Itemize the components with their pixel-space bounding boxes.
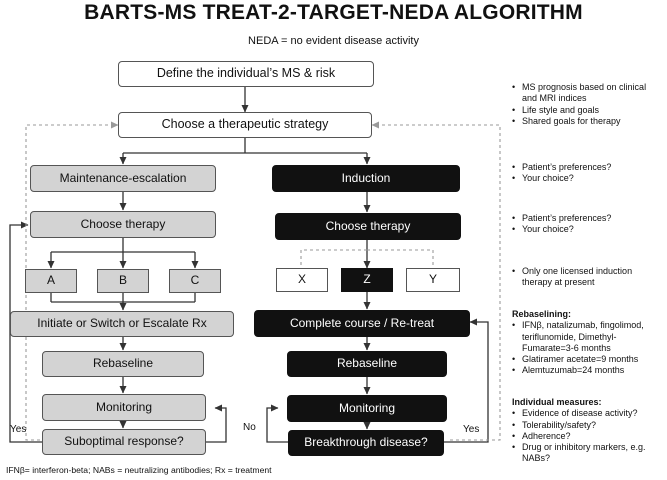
option-y-box: Y bbox=[406, 268, 460, 292]
option-y-label: Y bbox=[428, 272, 437, 287]
loop-no-left bbox=[205, 404, 227, 443]
arrow-strategy-split bbox=[123, 137, 367, 154]
breakthrough-disease-box: Breakthrough disease? bbox=[288, 430, 444, 456]
induction-box: Induction bbox=[272, 165, 460, 192]
yes-left-label: Yes bbox=[10, 424, 27, 435]
choose-strategy-label: Choose a therapeutic strategy bbox=[161, 117, 329, 132]
note-item: Glatiramer acetate=9 months bbox=[512, 354, 662, 366]
rebaselining-heading: Rebaselining: bbox=[512, 309, 572, 319]
choose-therapy-right-label: Choose therapy bbox=[325, 218, 411, 233]
dashed-loop-right bbox=[371, 121, 501, 441]
note-item: Adherence? bbox=[512, 431, 662, 443]
arrow-abc-join bbox=[50, 293, 196, 303]
choose-strategy-box: Choose a therapeutic strategy bbox=[118, 112, 372, 138]
arrow-choose-abc bbox=[51, 238, 195, 253]
notes-individual-measures: Individual measures: Evidence of disease… bbox=[512, 397, 662, 465]
choose-therapy-left-box: Choose therapy bbox=[30, 211, 216, 238]
monitoring-left-label: Monitoring bbox=[95, 399, 153, 414]
maintenance-escalation-label: Maintenance-escalation bbox=[59, 170, 187, 185]
note-item: Patient’s preferences? bbox=[512, 213, 658, 225]
yes-right-label: Yes bbox=[463, 424, 480, 435]
rebaseline-left-box: Rebaseline bbox=[42, 351, 204, 377]
note-item: Your choice? bbox=[512, 173, 658, 185]
choose-therapy-right-box: Choose therapy bbox=[275, 213, 461, 240]
dashed-loop-left bbox=[25, 121, 119, 441]
notes-maintenance-choice: Patient’s preferences? Your choice? bbox=[512, 162, 658, 185]
notes-therapy-choice: Patient’s preferences? Your choice? bbox=[512, 213, 658, 236]
initiate-switch-escalate-box: Initiate or Switch or Escalate Rx bbox=[10, 311, 234, 337]
rebaseline-left-label: Rebaseline bbox=[92, 356, 154, 371]
diagram-subtitle: NEDA = no evident disease activity bbox=[248, 35, 419, 47]
option-b-label: B bbox=[118, 273, 127, 288]
note-item: Evidence of disease activity? bbox=[512, 408, 662, 420]
complete-course-box: Complete course / Re-treat bbox=[254, 310, 470, 337]
choose-therapy-left-label: Choose therapy bbox=[80, 216, 166, 231]
note-item: Your choice? bbox=[512, 224, 658, 236]
notes-prognosis-list: MS prognosis based on clinical and MRI i… bbox=[512, 82, 658, 127]
monitoring-right-box: Monitoring bbox=[287, 395, 447, 422]
option-z-label: Z bbox=[363, 272, 371, 287]
diagram-title: BARTS-MS TREAT-2-TARGET-NEDA ALGORITHM bbox=[84, 1, 583, 24]
maintenance-escalation-box: Maintenance-escalation bbox=[30, 165, 216, 192]
monitoring-left-box: Monitoring bbox=[42, 394, 206, 421]
no-label: No bbox=[243, 422, 256, 433]
note-item: Patient’s preferences? bbox=[512, 162, 658, 174]
note-item: Shared goals for therapy bbox=[512, 116, 658, 128]
option-z-box: Z bbox=[341, 268, 393, 292]
individual-measures-heading: Individual measures: bbox=[512, 397, 602, 407]
note-item: Alemtuzumab=24 months bbox=[512, 365, 662, 377]
note-item: Only one licensed induction therapy at p… bbox=[512, 266, 658, 289]
abbreviations-footnote: IFNβ= interferon-beta; NABs = neutralizi… bbox=[6, 465, 272, 475]
option-a-box: A bbox=[25, 269, 77, 293]
notes-rebaselining: Rebaselining: IFNβ, natalizumab, fingoli… bbox=[512, 309, 662, 377]
option-a-label: A bbox=[46, 273, 55, 288]
option-b-box: B bbox=[97, 269, 149, 293]
dashed-to-xy bbox=[300, 249, 434, 267]
option-x-label: X bbox=[297, 272, 306, 287]
notes-prognosis: MS prognosis based on clinical and MRI i… bbox=[512, 82, 658, 127]
option-c-label: C bbox=[190, 273, 200, 288]
monitoring-right-label: Monitoring bbox=[338, 400, 396, 415]
induction-label: Induction bbox=[341, 170, 391, 185]
loop-no-right bbox=[266, 404, 288, 443]
note-item: Tolerability/safety? bbox=[512, 420, 662, 432]
notes-induction: Only one licensed induction therapy at p… bbox=[512, 266, 658, 289]
initiate-switch-escalate-label: Initiate or Switch or Escalate Rx bbox=[37, 316, 207, 331]
note-item: MS prognosis based on clinical and MRI i… bbox=[512, 82, 658, 105]
breakthrough-disease-label: Breakthrough disease? bbox=[304, 435, 428, 450]
define-ms-risk-label: Define the individual’s MS & risk bbox=[156, 66, 336, 81]
rebaseline-right-box: Rebaseline bbox=[287, 351, 447, 377]
option-c-box: C bbox=[169, 269, 221, 293]
suboptimal-response-label: Suboptimal response? bbox=[64, 434, 184, 449]
loop-yes-right bbox=[442, 318, 489, 443]
option-x-box: X bbox=[276, 268, 328, 292]
define-ms-risk-box: Define the individual’s MS & risk bbox=[118, 61, 374, 87]
complete-course-label: Complete course / Re-treat bbox=[289, 315, 435, 330]
suboptimal-response-box: Suboptimal response? bbox=[42, 429, 206, 455]
note-item: Life style and goals bbox=[512, 105, 658, 117]
note-item: IFNβ, natalizumab, fingolimod, terifluno… bbox=[512, 320, 662, 354]
rebaseline-right-label: Rebaseline bbox=[336, 356, 398, 371]
note-item: Drug or inhibitory markers, e.g. NABs? bbox=[512, 442, 662, 465]
